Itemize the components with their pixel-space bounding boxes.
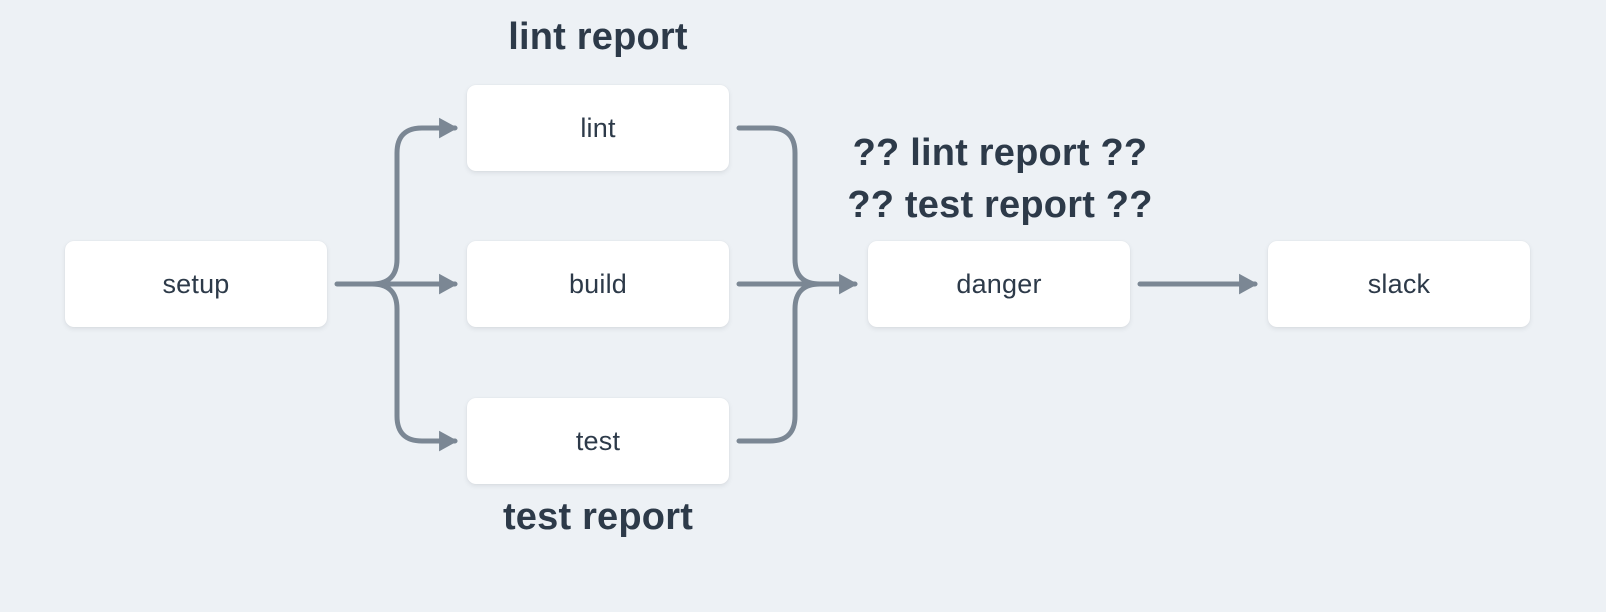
node-danger-label: danger xyxy=(956,268,1042,299)
lint-report-title: lint report xyxy=(508,16,688,58)
node-lint-label: lint xyxy=(580,112,616,143)
edge-setup-lint xyxy=(369,117,458,287)
danger-annotation: ?? lint report ?? ?? test report ?? xyxy=(836,127,1164,231)
node-test: test xyxy=(467,398,729,484)
node-test-label: test xyxy=(575,425,621,456)
edge-setup-test xyxy=(369,281,458,452)
node-build-label: build xyxy=(568,268,628,299)
node-lint: lint xyxy=(467,85,729,171)
node-setup-label: setup xyxy=(162,268,230,299)
node-setup: setup xyxy=(65,241,327,327)
edge-lint-danger xyxy=(736,125,823,287)
node-danger: danger xyxy=(868,241,1130,327)
test-report-title: test report xyxy=(502,496,694,538)
edge-test-danger xyxy=(736,281,823,444)
danger-annotation-lint: ?? lint report ?? xyxy=(852,132,1148,174)
node-slack: slack xyxy=(1268,241,1530,327)
node-build: build xyxy=(467,241,729,327)
node-slack-label: slack xyxy=(1367,268,1431,299)
danger-annotation-test: ?? test report ?? xyxy=(847,184,1153,226)
